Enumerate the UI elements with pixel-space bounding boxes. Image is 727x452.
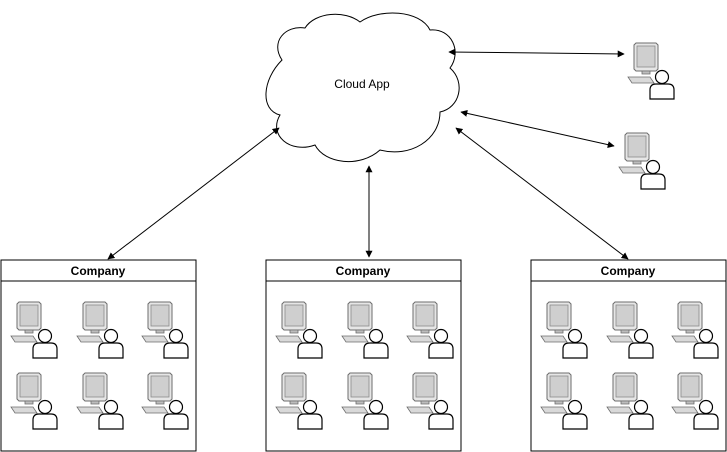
user-workstation-icon <box>618 132 666 190</box>
remote-user-2[interactable] <box>618 132 666 190</box>
company-box-1[interactable]: Company <box>0 259 197 452</box>
connection-cloud-remote-user-2 <box>460 109 615 149</box>
connection-cloud-remote-user-1 <box>448 48 625 58</box>
connection-cloud-company-3 <box>455 127 629 260</box>
company-title: Company <box>336 264 391 278</box>
company-box-2[interactable]: Company <box>265 259 462 452</box>
user-workstation-icon <box>627 42 675 100</box>
company-title: Company <box>71 264 126 278</box>
remote-user-1[interactable] <box>627 42 675 100</box>
cloud-icon <box>265 12 460 162</box>
connection-cloud-company-1 <box>107 127 280 260</box>
cloud-label: Cloud App <box>334 77 390 91</box>
company-title: Company <box>601 264 656 278</box>
connections <box>107 48 629 260</box>
cloud-app[interactable]: Cloud App <box>265 12 460 162</box>
company-box-3[interactable]: Company <box>530 259 727 452</box>
